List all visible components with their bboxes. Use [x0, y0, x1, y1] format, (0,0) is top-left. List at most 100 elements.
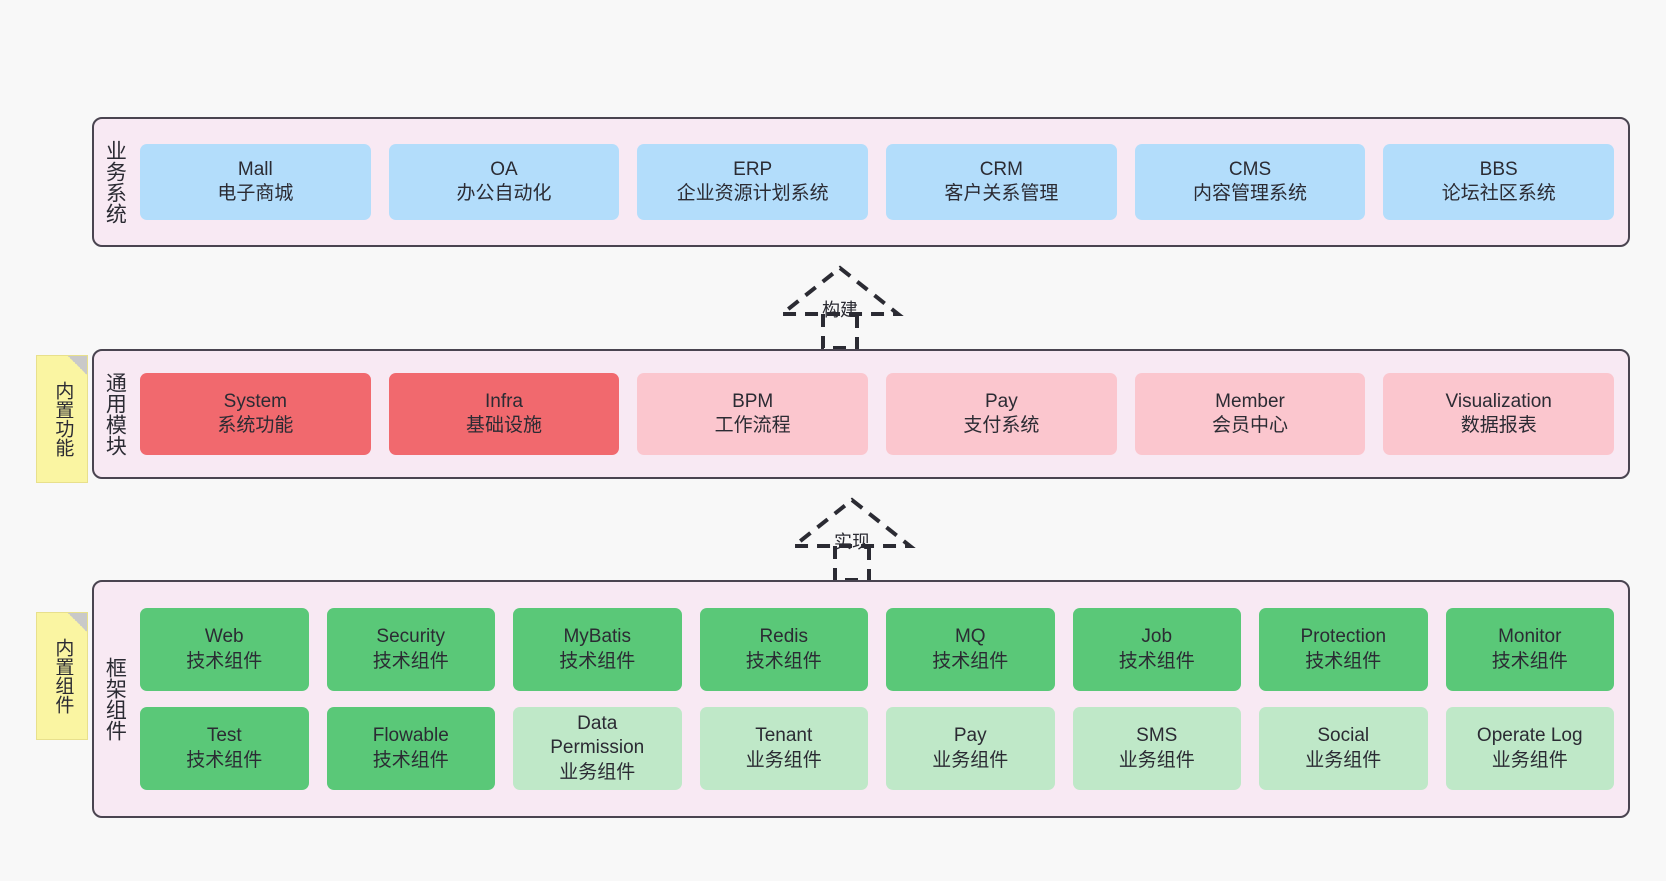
- module-desc: 业务组件: [745, 749, 822, 771]
- module-desc: 办公自动化: [456, 183, 552, 204]
- module-name: Data Permission: [550, 713, 645, 759]
- module-card-visualization[interactable]: Visualization 数据报表: [1383, 373, 1615, 455]
- layer-label-business-systems: 业务系统: [103, 140, 127, 224]
- module-name: Visualization: [1445, 390, 1552, 412]
- module-name: Social: [1317, 725, 1370, 747]
- layer-body-common-modules: System 系统功能 Infra 基础设施 BPM 工作流程 Pay 支付系统…: [134, 351, 1628, 477]
- layer-row: Mall 电子商城 OA 办公自动化 ERP 企业资源计划系统 CRM 客户关系…: [140, 144, 1615, 220]
- module-desc: 论坛社区系统: [1441, 183, 1556, 204]
- module-card-bpm[interactable]: BPM 工作流程: [637, 373, 869, 455]
- layer-common-modules: 通用模块 System 系统功能 Infra 基础设施 BPM 工作流程 Pay…: [92, 349, 1630, 479]
- layer-business-systems: 业务系统 Mall 电子商城 OA 办公自动化 ERP 企业资源计划系统 CRM…: [92, 117, 1630, 247]
- module-name: SMS: [1136, 725, 1178, 747]
- module-desc: 业务组件: [1305, 749, 1382, 771]
- module-desc: 业务组件: [1491, 749, 1568, 771]
- module-desc: 企业资源计划系统: [676, 183, 829, 204]
- module-name: Test: [206, 725, 242, 747]
- module-desc: 技术组件: [186, 749, 263, 771]
- module-desc: 内容管理系统: [1193, 183, 1308, 204]
- module-desc: 电子商城: [217, 183, 294, 204]
- module-desc: 基础设施: [466, 415, 543, 436]
- module-card-crm[interactable]: CRM 客户关系管理: [886, 144, 1117, 220]
- connector-implement-label: 实现: [834, 532, 870, 552]
- module-name: Infra: [484, 390, 524, 412]
- layer-body-framework-components: Web 技术组件 Security 技术组件 MyBatis 技术组件 Redi…: [134, 582, 1628, 816]
- module-desc: 技术组件: [745, 650, 822, 672]
- module-card-cms[interactable]: CMS 内容管理系统: [1134, 144, 1366, 220]
- module-name: BBS: [1479, 158, 1518, 180]
- module-card-redis[interactable]: Redis 技术组件: [699, 608, 868, 691]
- module-card-mq[interactable]: MQ 技术组件: [886, 608, 1055, 691]
- module-desc: 会员中心: [1212, 415, 1289, 436]
- module-name: Mall: [237, 158, 273, 180]
- module-name: System: [223, 390, 288, 412]
- layer-row: Test 技术组件 Flowable 技术组件 Data Permission …: [140, 707, 1614, 790]
- module-card-system[interactable]: System 系统功能: [140, 373, 371, 455]
- module-name: CMS: [1228, 158, 1272, 180]
- module-name: Redis: [759, 626, 809, 648]
- module-card-mall[interactable]: Mall 电子商城: [140, 144, 371, 220]
- module-name: Monitor: [1498, 626, 1562, 648]
- module-card-protection[interactable]: Protection 技术组件: [1259, 608, 1428, 691]
- module-card-oa[interactable]: OA 办公自动化: [388, 144, 620, 220]
- module-card-data-permission[interactable]: Data Permission 业务组件: [513, 707, 682, 790]
- module-name: Tenant: [755, 725, 813, 747]
- module-card-job[interactable]: Job 技术组件: [1072, 608, 1241, 691]
- module-desc: 技术组件: [372, 650, 449, 672]
- module-name: MyBatis: [563, 626, 632, 648]
- note-builtin-components: 内置组件: [36, 612, 88, 740]
- note-fold-corner-icon: [68, 356, 87, 375]
- note-builtin-features: 内置功能: [36, 355, 88, 483]
- module-desc: 技术组件: [1491, 650, 1568, 672]
- module-name: MQ: [954, 626, 986, 648]
- module-card-tenant[interactable]: Tenant 业务组件: [699, 707, 868, 790]
- layer-row: System 系统功能 Infra 基础设施 BPM 工作流程 Pay 支付系统…: [140, 373, 1615, 455]
- layer-body-business-systems: Mall 电子商城 OA 办公自动化 ERP 企业资源计划系统 CRM 客户关系…: [134, 119, 1628, 245]
- connector-build: 构建: [750, 262, 930, 350]
- module-name: Job: [1141, 626, 1173, 648]
- module-card-operate-log[interactable]: Operate Log 业务组件: [1445, 707, 1614, 790]
- module-name: Flowable: [372, 725, 449, 747]
- module-desc: 系统功能: [217, 415, 294, 436]
- module-desc: 技术组件: [559, 650, 636, 672]
- module-card-monitor[interactable]: Monitor 技术组件: [1445, 608, 1614, 691]
- module-desc: 工作流程: [714, 415, 791, 436]
- module-name: OA: [490, 158, 518, 180]
- module-card-member[interactable]: Member 会员中心: [1134, 373, 1366, 455]
- module-card-security[interactable]: Security 技术组件: [326, 608, 495, 691]
- module-card-pay-business[interactable]: Pay 业务组件: [886, 707, 1055, 790]
- module-card-sms[interactable]: SMS 业务组件: [1072, 707, 1241, 790]
- layer-framework-components: 框架组件 Web 技术组件 Security 技术组件 MyBatis 技术组件…: [92, 580, 1630, 818]
- module-card-mybatis[interactable]: MyBatis 技术组件: [513, 608, 682, 691]
- module-card-flowable[interactable]: Flowable 技术组件: [326, 707, 495, 790]
- module-name: ERP: [733, 158, 773, 180]
- module-card-web[interactable]: Web 技术组件: [140, 608, 309, 691]
- module-name: Pay: [953, 725, 987, 747]
- module-card-infra[interactable]: Infra 基础设施: [388, 373, 620, 455]
- module-name: BPM: [732, 390, 774, 412]
- module-desc: 业务组件: [932, 749, 1009, 771]
- module-name: Web: [204, 626, 244, 648]
- note-text: 内置功能: [52, 381, 74, 457]
- layer-row: Web 技术组件 Security 技术组件 MyBatis 技术组件 Redi…: [140, 608, 1614, 691]
- connector-build-glyph: [776, 265, 904, 350]
- module-desc: 技术组件: [372, 749, 449, 771]
- module-desc: 技术组件: [1118, 650, 1195, 672]
- note-text: 内置组件: [52, 638, 74, 714]
- module-card-social[interactable]: Social 业务组件: [1259, 707, 1428, 790]
- module-desc: 技术组件: [1305, 650, 1382, 672]
- connector-implement: 实现: [762, 494, 942, 582]
- module-card-pay[interactable]: Pay 支付系统: [886, 373, 1117, 455]
- connector-build-label: 构建: [822, 300, 858, 320]
- module-card-test[interactable]: Test 技术组件: [140, 707, 309, 790]
- module-name: Security: [376, 626, 446, 648]
- module-name: Pay: [984, 390, 1018, 412]
- module-desc: 数据报表: [1460, 415, 1537, 436]
- module-desc: 技术组件: [932, 650, 1009, 672]
- layer-label-common-modules: 通用模块: [103, 372, 127, 456]
- module-card-bbs[interactable]: BBS 论坛社区系统: [1383, 144, 1615, 220]
- module-card-erp[interactable]: ERP 企业资源计划系统: [637, 144, 869, 220]
- module-name: CRM: [979, 158, 1023, 180]
- module-desc: 业务组件: [559, 761, 636, 783]
